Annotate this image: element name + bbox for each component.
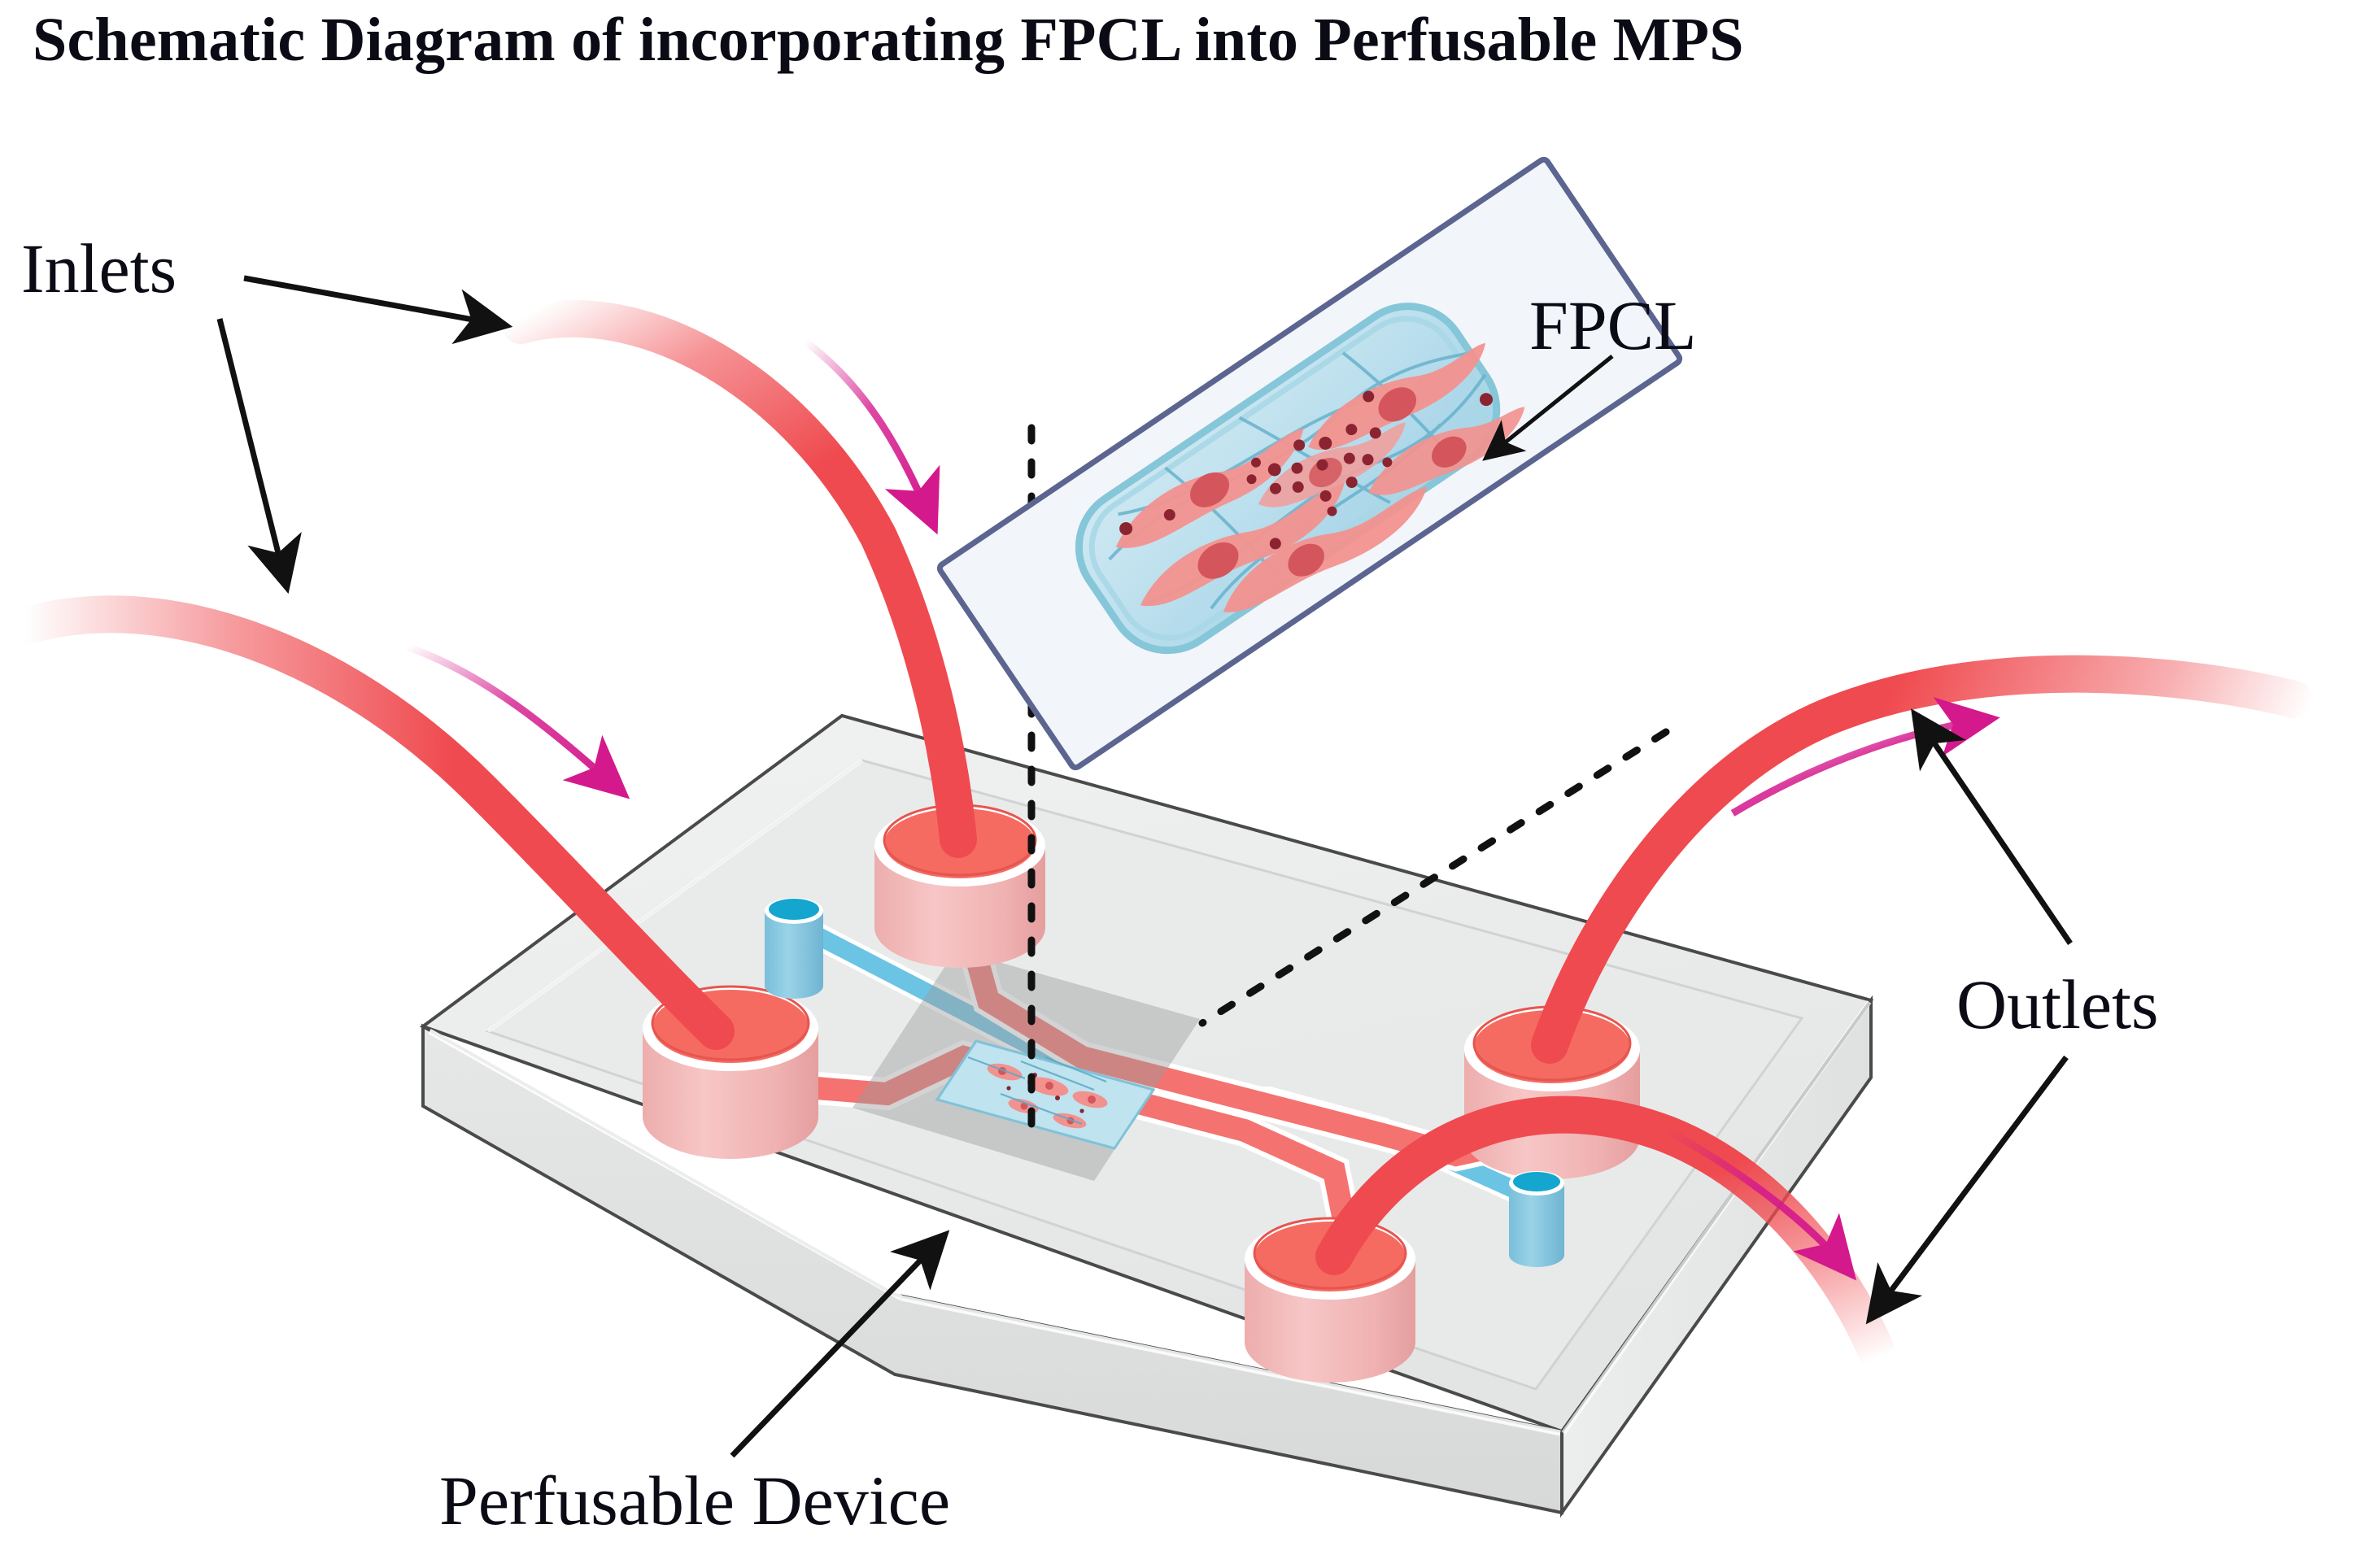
outlet-tube-right[interactable] bbox=[1531, 655, 2313, 1064]
well-body bbox=[643, 1029, 818, 1159]
mini-gel-chamber bbox=[935, 1039, 1156, 1150]
blue-port-top bbox=[1513, 1172, 1560, 1191]
inlet-well-left[interactable] bbox=[643, 985, 818, 1159]
inlets-leader-lower bbox=[216, 318, 302, 595]
page-title: Schematic Diagram of incorporating FPCL … bbox=[33, 6, 1744, 74]
gel-port-lower-right[interactable] bbox=[1509, 1171, 1564, 1267]
outlets-leader-lower bbox=[1865, 1055, 2069, 1325]
projection-line-right bbox=[1198, 728, 1670, 1027]
fpcl-glass-slide[interactable] bbox=[936, 156, 1683, 771]
flow-arrow-outlet-bottom bbox=[1665, 1127, 1857, 1281]
well-fluid-edge bbox=[1253, 1217, 1407, 1290]
mini-gel-cells bbox=[967, 1056, 1108, 1129]
slab-edge-highlight-front bbox=[901, 1295, 1561, 1436]
slab-edge-highlight-left bbox=[428, 1028, 903, 1301]
fpcl-label: FPCL bbox=[1529, 286, 1697, 364]
fpcl-inset-region bbox=[853, 950, 1200, 1181]
flow-arrow-inlet-top bbox=[803, 338, 940, 535]
device-leader bbox=[730, 1230, 950, 1458]
leader-arrows bbox=[216, 275, 2073, 1458]
blue-port-body bbox=[765, 911, 823, 999]
inlet-tube-top[interactable] bbox=[502, 299, 977, 858]
cell-debris-dots bbox=[1119, 390, 1494, 550]
inlets-leader-upper bbox=[243, 275, 513, 345]
blue-port-body bbox=[1509, 1183, 1564, 1267]
inlet-tube-left[interactable] bbox=[6, 595, 735, 1050]
blue-port-top bbox=[769, 899, 819, 920]
well-fluid-edge bbox=[651, 985, 810, 1061]
well-body bbox=[1245, 1259, 1415, 1383]
slab-step-highlight bbox=[486, 758, 864, 1034]
outlets-label: Outlets bbox=[1956, 965, 2159, 1043]
outlets-leader-upper bbox=[1911, 708, 2073, 945]
flow-arrow-inlet-left bbox=[405, 642, 630, 799]
inlets-label: Inlets bbox=[21, 229, 177, 307]
perfusable-device-label: Perfusable Device bbox=[439, 1461, 950, 1540]
fpcl-leader bbox=[1482, 355, 1614, 461]
slab-edge-highlight-right bbox=[1561, 1000, 1872, 1435]
well-body bbox=[874, 846, 1045, 968]
gel-port-upper-left[interactable] bbox=[765, 898, 823, 999]
